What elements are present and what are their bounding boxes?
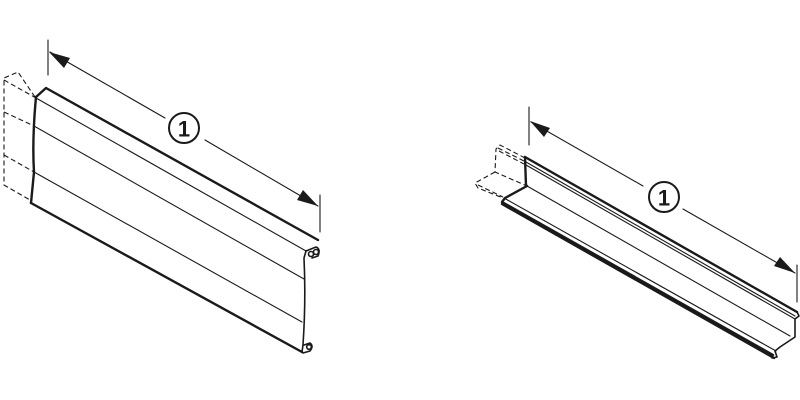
callout-label: 1 xyxy=(658,186,670,211)
arrow-left-icon xyxy=(49,52,70,68)
angle-front-edge xyxy=(500,184,775,357)
panel-end-face xyxy=(301,250,307,353)
angle-dimension-line xyxy=(528,106,798,303)
angle-top-edge xyxy=(523,155,799,314)
panel-profile: 1 xyxy=(3,39,321,354)
panel-top-edge xyxy=(34,86,320,242)
angle-phantom-outline xyxy=(474,144,528,199)
callout-label: 1 xyxy=(178,117,190,142)
arrow-right-icon xyxy=(297,190,318,206)
angle-end-face xyxy=(771,311,800,359)
angle-profile: 1 xyxy=(474,106,800,360)
panel-dimension-line xyxy=(47,39,321,233)
panel-front-left-edge xyxy=(29,95,38,205)
panel-bottom-edge xyxy=(29,201,304,354)
angle-callout: 1 xyxy=(648,181,680,213)
arrow-right-icon xyxy=(774,257,795,273)
arrow-left-icon xyxy=(530,121,550,137)
panel-callout: 1 xyxy=(168,112,200,144)
panel-phantom-outline xyxy=(3,71,37,201)
